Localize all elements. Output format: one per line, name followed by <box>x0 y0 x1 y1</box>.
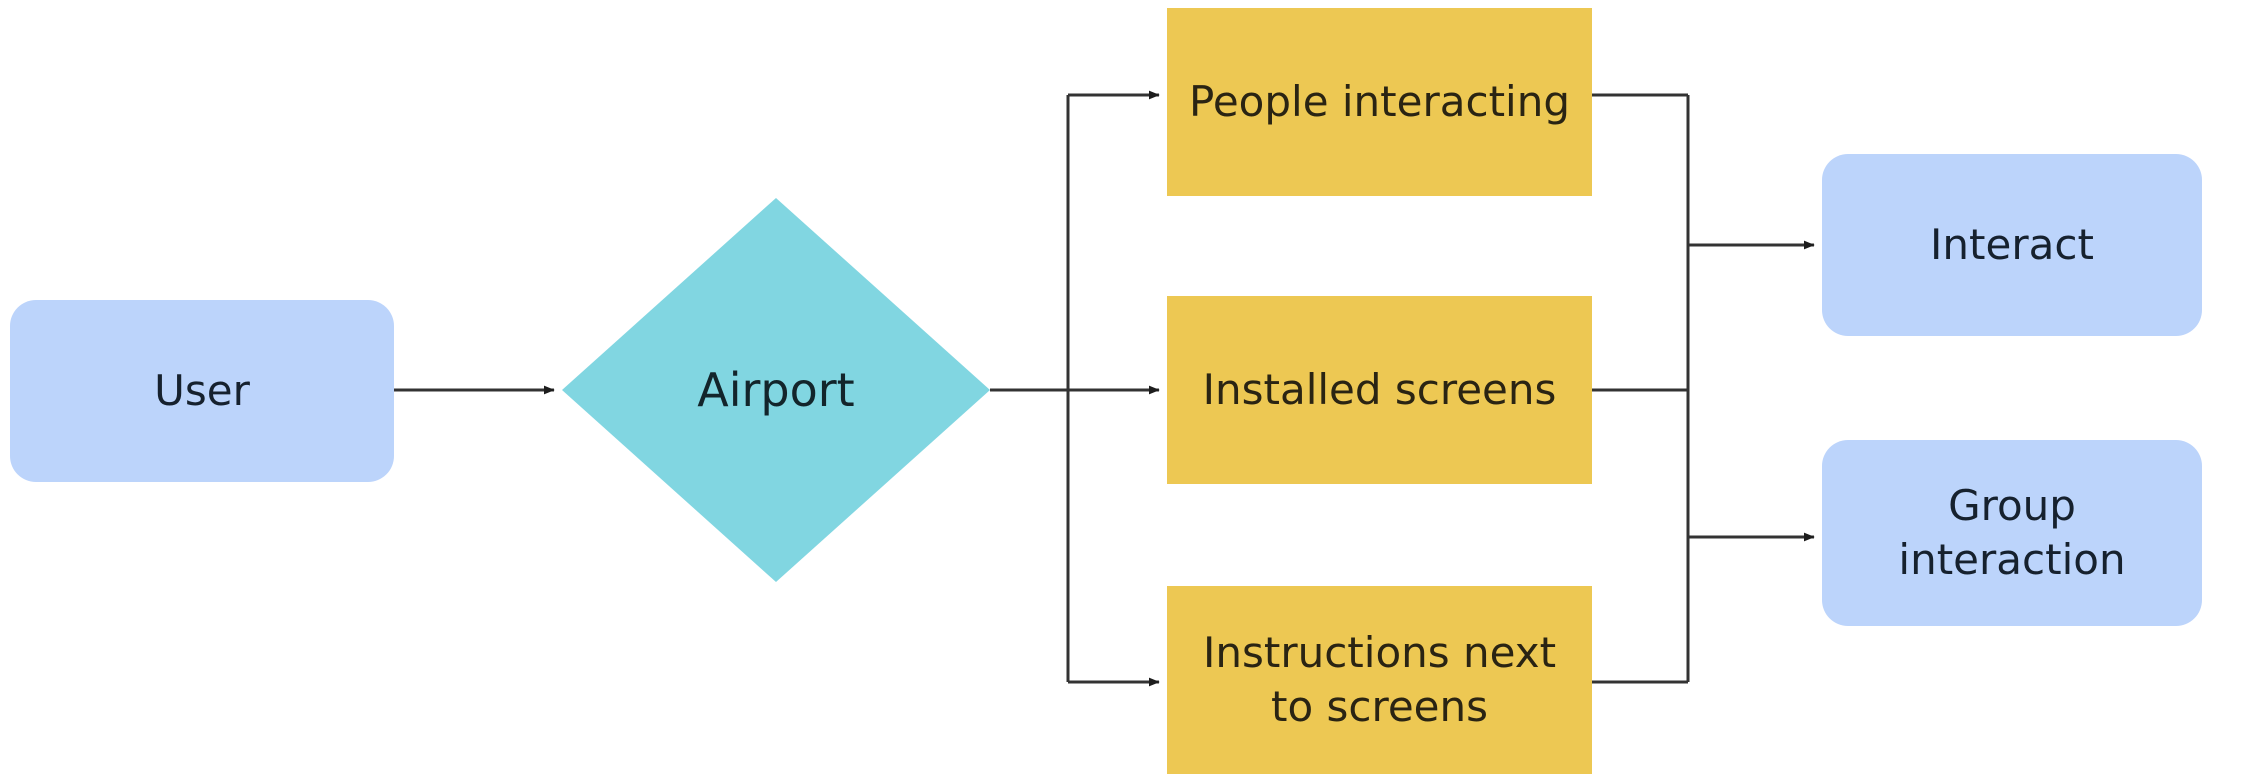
node-interact[interactable]: Interact <box>1822 154 2202 336</box>
node-instructions-next-to-screens[interactable]: Instructions next to screens <box>1167 586 1592 774</box>
node-airport-label: Airport <box>697 362 855 417</box>
node-user-label: User <box>154 366 250 416</box>
node-user[interactable]: User <box>10 300 394 482</box>
node-instructions-next-to-screens-label: Instructions next to screens <box>1202 628 1557 731</box>
diamond-shape <box>562 198 990 582</box>
node-group-interaction[interactable]: Group interaction <box>1822 440 2202 626</box>
edge-merge-bus <box>1592 93 1690 684</box>
node-installed-screens[interactable]: Installed screens <box>1167 296 1592 484</box>
node-people-interacting[interactable]: People interacting <box>1167 8 1592 196</box>
node-interact-label: Interact <box>1930 220 2094 270</box>
node-installed-screens-label: Installed screens <box>1202 365 1557 415</box>
node-group-interaction-label: Group interaction <box>1898 481 2126 584</box>
node-people-interacting-label: People interacting <box>1189 77 1570 127</box>
node-airport[interactable]: Airport <box>562 198 990 582</box>
edge-airport-branch-bus <box>990 95 1070 682</box>
